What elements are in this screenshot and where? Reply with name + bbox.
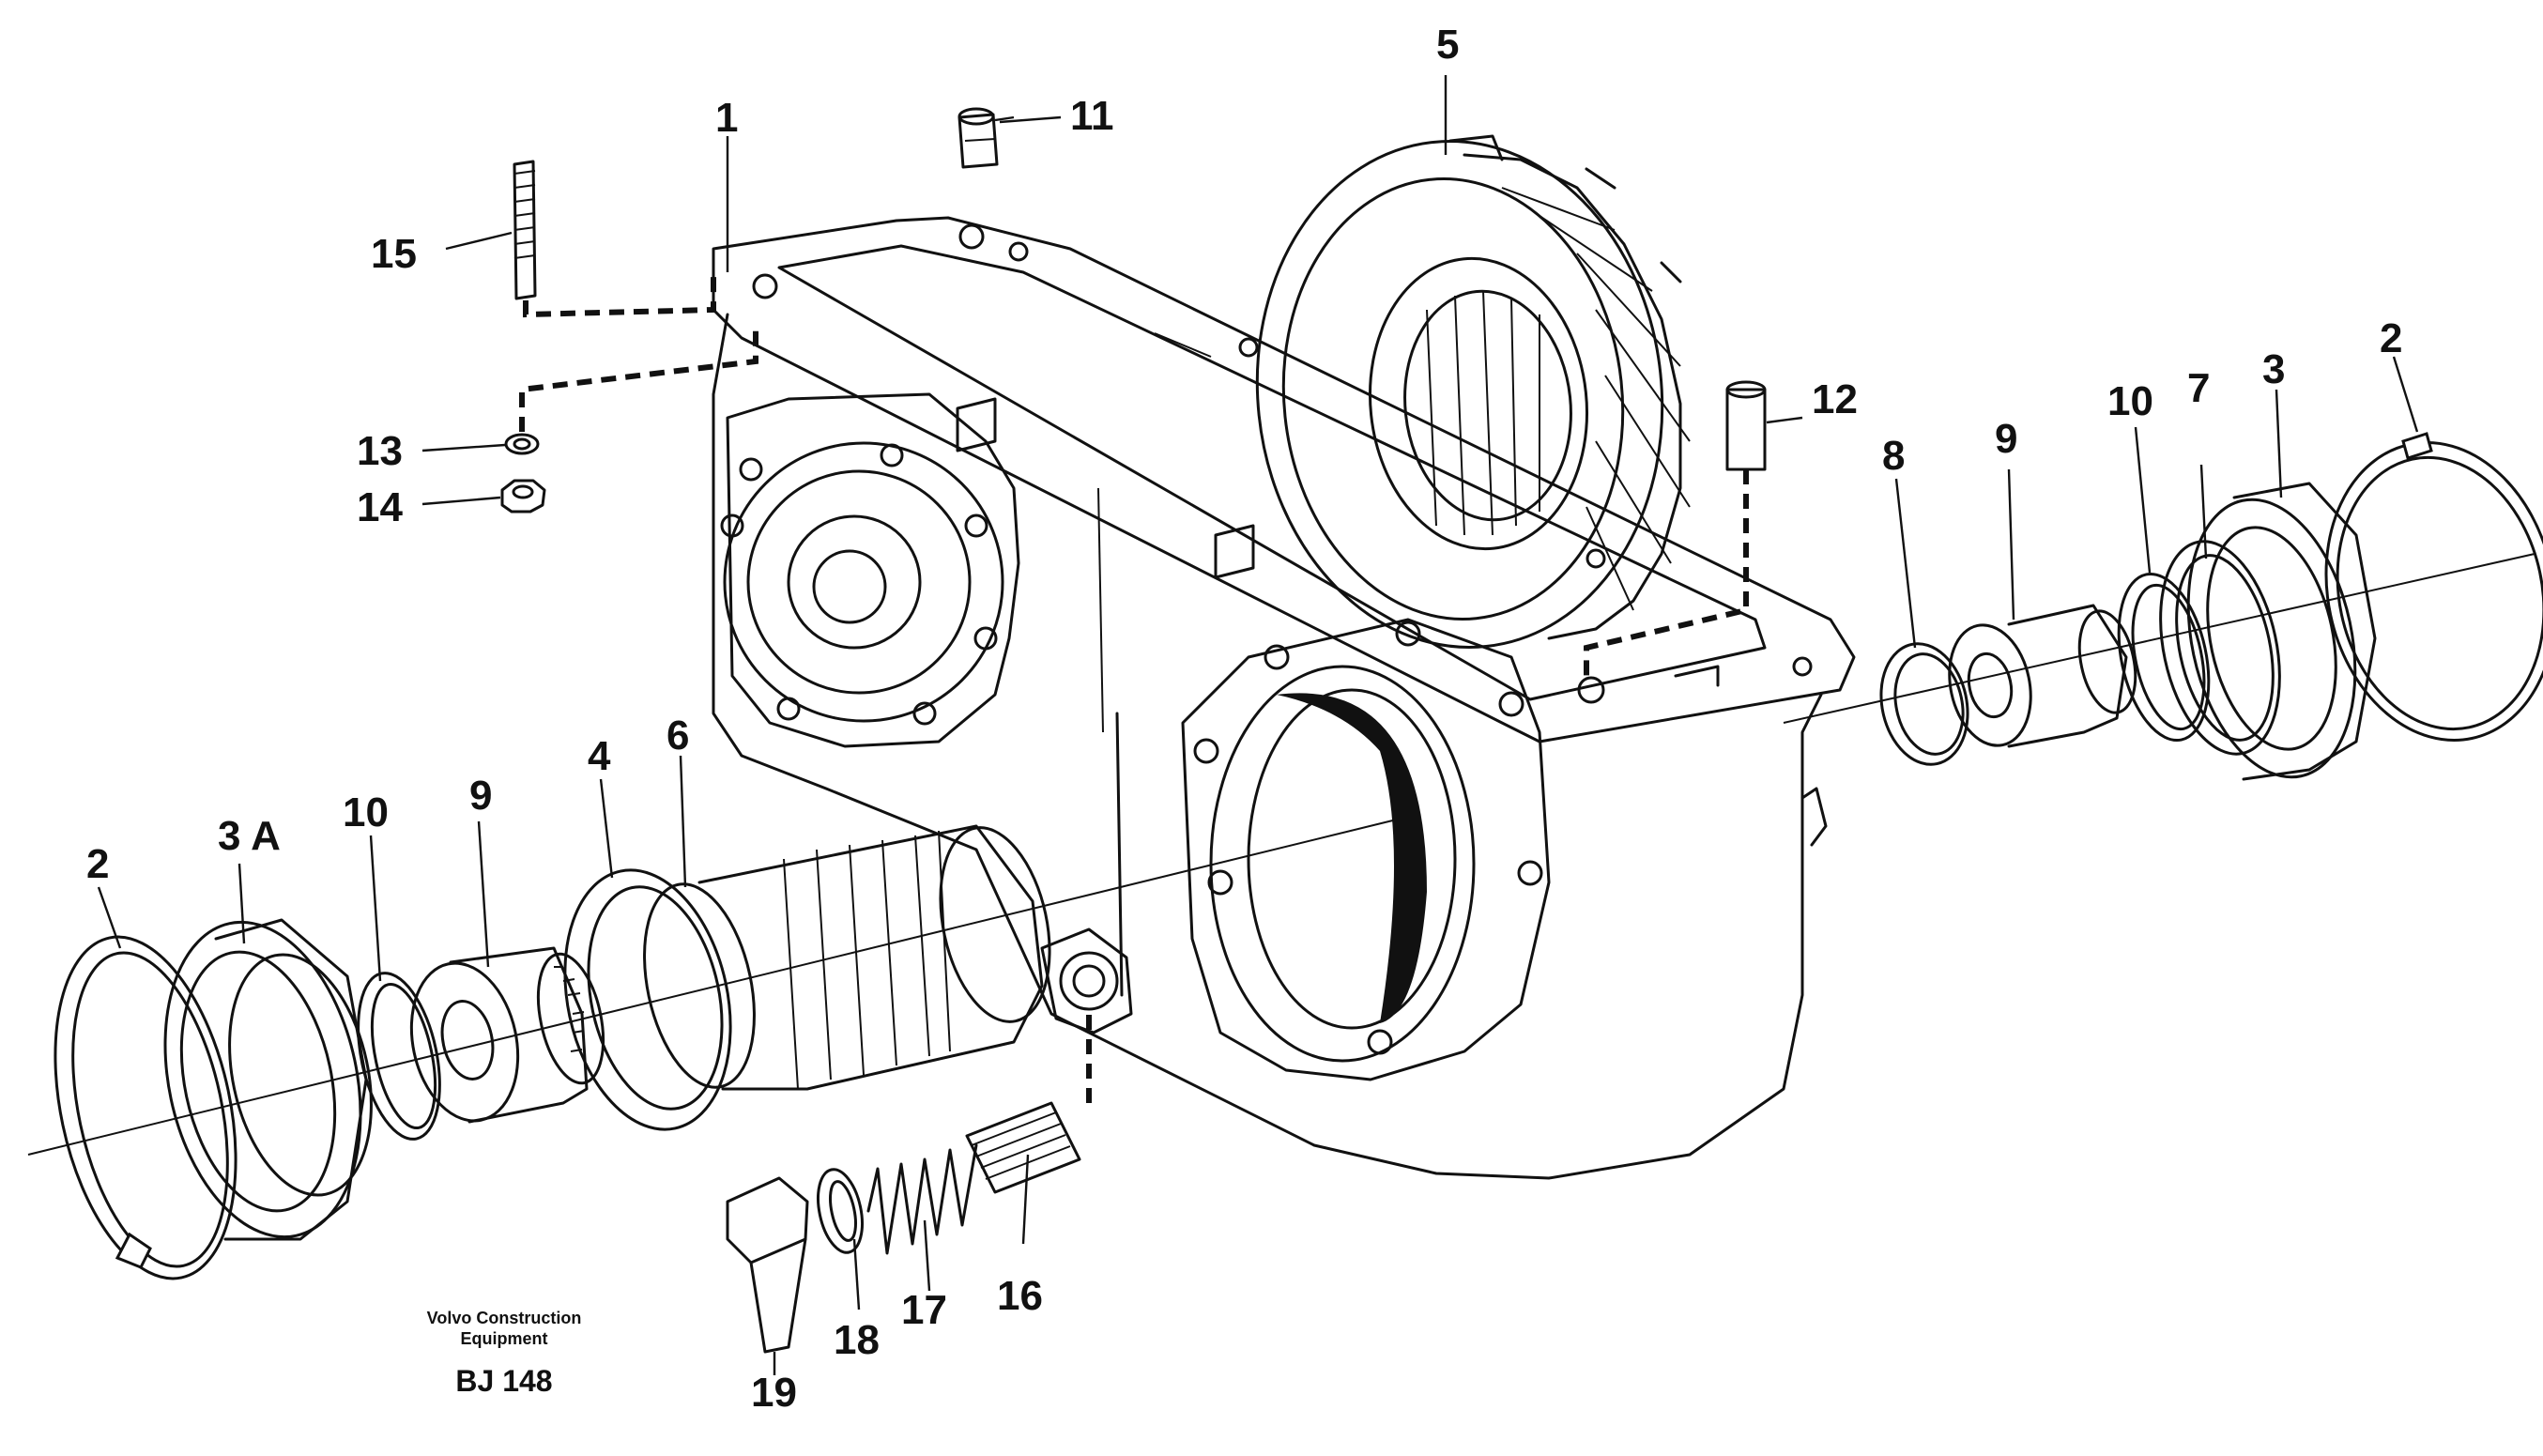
- left-thrust-ring: [563, 868, 732, 1131]
- right-axis-line: [1783, 553, 2535, 724]
- filter-screen: [965, 1101, 1081, 1194]
- right-coupling-sleeve: [1948, 604, 2137, 748]
- callout-11: 11: [1070, 93, 1114, 139]
- callout-12: 12: [1812, 376, 1858, 422]
- washer-assembly-path: [519, 324, 758, 432]
- leader-lines: [97, 75, 2419, 1375]
- right-snap-ring: [2117, 572, 2211, 743]
- callout-13: 13: [357, 428, 403, 474]
- callout-15: 15: [371, 231, 417, 277]
- callout-9-right: 9: [1995, 416, 2017, 462]
- callout-2-left: 2: [86, 841, 109, 887]
- drain-plug: [726, 1176, 809, 1354]
- plug-top: [957, 107, 999, 169]
- callout-3a: 3 A: [218, 813, 281, 859]
- nut: [500, 479, 546, 513]
- left-coupling-sleeve: [409, 946, 605, 1124]
- caption-company-line2: Equipment: [461, 1329, 548, 1348]
- washer: [504, 433, 540, 455]
- callout-4: 4: [588, 733, 611, 779]
- stud-bolt: [513, 160, 537, 300]
- caption-diagram-code: BJ 148: [455, 1364, 552, 1398]
- dowel-pin: [1725, 380, 1767, 471]
- callout-6: 6: [666, 713, 689, 759]
- sliding-sleeve: [643, 824, 1051, 1091]
- sealing-washer: [817, 1168, 864, 1254]
- spring: [866, 1143, 978, 1255]
- callout-1: 1: [715, 95, 738, 141]
- callout-10-left: 10: [343, 789, 389, 835]
- right-circlip: [2324, 432, 2543, 742]
- right-bearing: [2186, 482, 2377, 781]
- transfer-housing: [712, 216, 1856, 1180]
- callout-3: 3: [2262, 346, 2285, 392]
- caption-company-line1: Volvo Construction: [427, 1309, 582, 1327]
- callout-10-right: 10: [2107, 378, 2153, 424]
- right-retaining-ring: [2159, 540, 2281, 756]
- left-snap-ring: [357, 972, 441, 1141]
- callout-16: 16: [997, 1273, 1043, 1319]
- left-circlip: [54, 935, 237, 1280]
- callout-17: 17: [901, 1287, 947, 1333]
- callout-5: 5: [1436, 22, 1459, 68]
- large-gear: [1255, 134, 1691, 649]
- callout-14: 14: [357, 484, 403, 530]
- stud-assembly-path: [523, 272, 716, 318]
- callout-9-left: 9: [469, 773, 492, 819]
- left-bearing: [163, 918, 373, 1241]
- callout-8: 8: [1882, 433, 1905, 479]
- callout-19: 19: [751, 1370, 797, 1416]
- callout-7: 7: [2187, 365, 2210, 411]
- right-snap-ring-small: [1879, 642, 1969, 766]
- callout-2-right: 2: [2380, 315, 2402, 361]
- callout-18: 18: [834, 1317, 880, 1363]
- pin-assembly-path: [1584, 469, 1749, 676]
